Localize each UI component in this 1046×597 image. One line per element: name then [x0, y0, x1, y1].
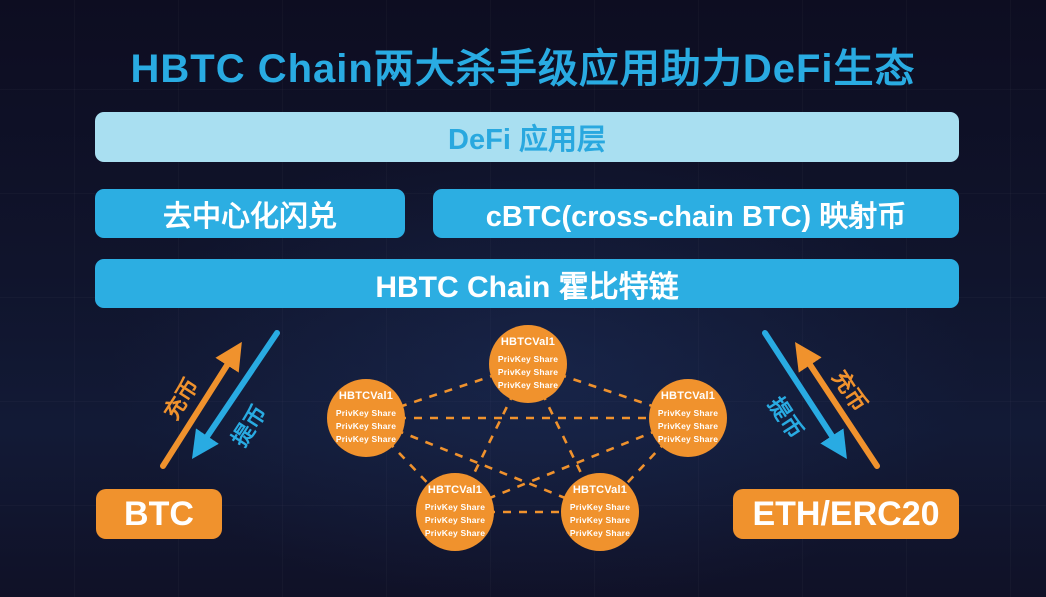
privkey-share: PrivKey Share: [657, 421, 719, 432]
privkey-share: PrivKey Share: [569, 515, 631, 526]
privkey-share: PrivKey Share: [657, 433, 719, 444]
validator-node-right: HBTCVal1 PrivKey Share PrivKey Share Pri…: [649, 379, 727, 457]
privkey-share: PrivKey Share: [497, 354, 559, 365]
withdraw-arrow-left: [191, 330, 280, 459]
validator-name: HBTCVal1: [572, 484, 628, 497]
cbtc-mapped-token-label: cBTC(cross-chain BTC) 映射币: [485, 200, 907, 233]
decentralized-swap-label: 去中心化闪兑: [162, 200, 337, 233]
eth-erc20-chain-label: ETH/ERC20: [752, 494, 940, 533]
deposit-arrow-right: [795, 341, 880, 469]
eth-erc20-chain-box: ETH/ERC20: [733, 489, 959, 539]
privkey-share: PrivKey Share: [497, 379, 559, 390]
decentralized-swap-box: 去中心化闪兑: [95, 189, 405, 238]
validator-name: HBTCVal1: [500, 336, 556, 349]
privkey-share: PrivKey Share: [424, 502, 486, 513]
validator-node-left: HBTCVal1 PrivKey Share PrivKey Share Pri…: [327, 379, 405, 457]
deposit-arrow-left: [160, 341, 242, 469]
validator-name: HBTCVal1: [338, 390, 394, 403]
privkey-share: PrivKey Share: [424, 527, 486, 538]
privkey-share: PrivKey Share: [497, 367, 559, 378]
page-title: HBTC Chain两大杀手级应用助力DeFi生态: [130, 47, 916, 91]
validator-node-bottom-right: HBTCVal1 PrivKey Share PrivKey Share Pri…: [561, 473, 639, 551]
btc-chain-box: BTC: [96, 489, 222, 539]
privkey-share: PrivKey Share: [569, 502, 631, 513]
privkey-share: PrivKey Share: [657, 408, 719, 419]
privkey-share: PrivKey Share: [335, 408, 397, 419]
privkey-share: PrivKey Share: [335, 433, 397, 444]
validator-node-top: HBTCVal1 PrivKey Share PrivKey Share Pri…: [489, 325, 567, 403]
defi-layer-label: DeFi 应用层: [448, 124, 606, 156]
defi-application-layer-bar: DeFi 应用层: [95, 112, 959, 162]
privkey-share: PrivKey Share: [424, 515, 486, 526]
btc-chain-label: BTC: [124, 494, 194, 533]
validator-name: HBTCVal1: [660, 390, 716, 403]
hbtc-chain-bar: HBTC Chain 霍比特链: [95, 259, 959, 308]
cbtc-mapped-token-box: cBTC(cross-chain BTC) 映射币: [433, 189, 959, 238]
privkey-share: PrivKey Share: [569, 527, 631, 538]
validator-node-bottom-left: HBTCVal1 PrivKey Share PrivKey Share Pri…: [416, 473, 494, 551]
validator-name: HBTCVal1: [427, 484, 483, 497]
hbtc-chain-label: HBTC Chain 霍比特链: [375, 270, 679, 304]
privkey-share: PrivKey Share: [335, 421, 397, 432]
withdraw-arrow-right: [762, 330, 847, 460]
